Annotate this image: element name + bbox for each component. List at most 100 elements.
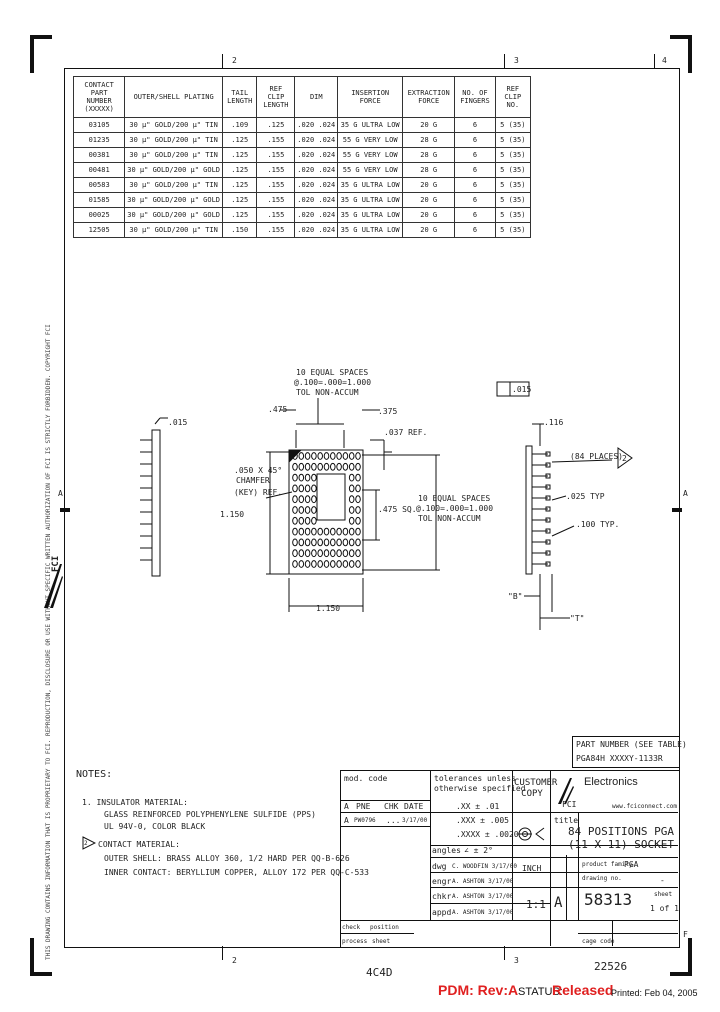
places-note: (84 PLACES)	[570, 452, 623, 461]
engr-label: engr	[432, 877, 452, 886]
pin-hole	[355, 538, 361, 547]
pin-hole	[323, 462, 330, 471]
pin-hole	[348, 452, 355, 460]
chamfer-label-1: .050 X 45°	[234, 466, 283, 475]
right-pin-tip	[545, 462, 551, 468]
zone-bottom-right: F	[683, 930, 688, 939]
note-ref-number: 2	[622, 454, 627, 463]
pin-hole	[348, 495, 355, 504]
pin-hole	[323, 452, 330, 460]
angles-label: angles	[432, 846, 461, 855]
tol-3-place: .XXX ± .005	[456, 816, 509, 825]
pin-hole	[304, 506, 311, 514]
dim-025-typ: .025 TYP	[566, 492, 605, 501]
pin-hole	[342, 527, 349, 536]
zone-tick-bottom-1	[222, 946, 223, 960]
note-2-line-3: INNER CONTACT: BERYLLIUM COPPER, ALLOY 1…	[104, 868, 369, 877]
pin-hole	[304, 516, 311, 525]
tb-h-10	[340, 933, 414, 934]
pin-hole	[298, 495, 305, 504]
tb-h-6	[430, 872, 678, 873]
chkr-label: chkr	[432, 892, 452, 901]
zone-tick-top-2	[504, 54, 505, 68]
pin-hole	[355, 462, 361, 471]
pin-hole	[317, 538, 324, 547]
right-pin-tip	[545, 517, 551, 523]
pin-hole	[311, 495, 317, 504]
pin-hole	[317, 527, 324, 536]
pin-hole	[336, 462, 342, 471]
zone-tick-bottom-2	[504, 946, 505, 960]
pin-hole	[292, 549, 298, 558]
pin-hole	[292, 462, 298, 471]
title-label: title	[554, 816, 579, 825]
corner-mark-br-h	[670, 972, 692, 976]
pin-hole	[304, 538, 311, 547]
pin-hole	[348, 516, 355, 525]
spec-table-cell: 12505	[72, 222, 126, 238]
company-name: Electronics	[584, 776, 638, 788]
pin-hole	[336, 452, 342, 460]
pin-hole	[355, 473, 361, 482]
product-family-label: product family	[582, 861, 633, 868]
mod-code-label: mod. code	[344, 774, 388, 783]
dim-475-sq: .475 SQ.	[378, 505, 417, 514]
rev-row-date: 3/17/00	[402, 817, 428, 824]
appd-value: A. ASHTON 3/17/00	[452, 909, 514, 916]
title-block	[340, 770, 680, 948]
pin-hole	[323, 527, 330, 536]
note-1-line-1: 1. INSULATOR MATERIAL:	[82, 798, 188, 807]
right-pin-tip	[545, 550, 551, 556]
dash-value: -	[660, 876, 665, 885]
pin-hole	[336, 549, 342, 558]
top-view-outline	[288, 449, 364, 575]
dim-1150-left: 1.150	[220, 510, 245, 519]
pin-hole	[311, 462, 317, 471]
side-fci-mark-icon	[44, 564, 63, 608]
part-number-value: PGA84H XXXXY-1133R	[576, 754, 663, 763]
pin-hole	[292, 516, 298, 525]
pin-hole	[342, 462, 349, 471]
right-pin-tip	[545, 495, 551, 501]
pin-hole	[342, 560, 349, 568]
pin-hole	[298, 452, 305, 460]
drawing-number-value: 58313	[584, 890, 633, 909]
right-pin-tip	[545, 506, 551, 512]
spaces-top-label-3: TOL NON-ACCUM	[296, 388, 359, 397]
pin-hole	[304, 560, 311, 568]
tb-div-5	[578, 812, 579, 920]
corner-mark-br-v	[688, 938, 692, 976]
pin-hole	[355, 527, 361, 536]
pin-hole	[298, 527, 305, 536]
col-plating: OUTER/SHELL PLATING	[124, 76, 223, 118]
pin-hole	[304, 549, 311, 558]
rev-row-a: A	[344, 816, 349, 825]
pin-hole	[311, 527, 317, 536]
projection-symbol-icon	[518, 827, 545, 841]
col-clip-no: REF CLIP NO.	[494, 76, 532, 118]
zone-tick-left	[60, 508, 70, 512]
rev-header-a: A	[344, 802, 349, 811]
right-pin-tip	[545, 473, 551, 479]
pin-hole	[298, 538, 305, 547]
corner-mark-bl-v	[30, 938, 34, 976]
tb-h-9	[340, 920, 678, 921]
corner-mark-tr-h	[670, 35, 692, 39]
tb-div-3	[550, 770, 551, 946]
pin-hole	[298, 506, 305, 514]
rev-row-pne: PW0796	[354, 817, 376, 824]
col-insertion: INSERTION FORCE	[337, 76, 404, 118]
spec-table-cell: 5 (35)	[494, 222, 532, 238]
title-line-2: (11 X 11) SOCKET	[568, 838, 674, 851]
tol-angle: ∠ ± 2°	[464, 846, 493, 855]
note-ref-triangle-icon	[617, 447, 633, 469]
note-2-line-1: CONTACT MATERIAL:	[98, 840, 180, 849]
corner-mark-bl-h	[30, 972, 52, 976]
right-side-body	[525, 445, 533, 575]
dim-475: .475	[268, 405, 288, 414]
pin-hole	[298, 473, 305, 482]
check-label: check	[342, 924, 361, 931]
tol-2-place: .XX ± .01	[456, 802, 500, 811]
